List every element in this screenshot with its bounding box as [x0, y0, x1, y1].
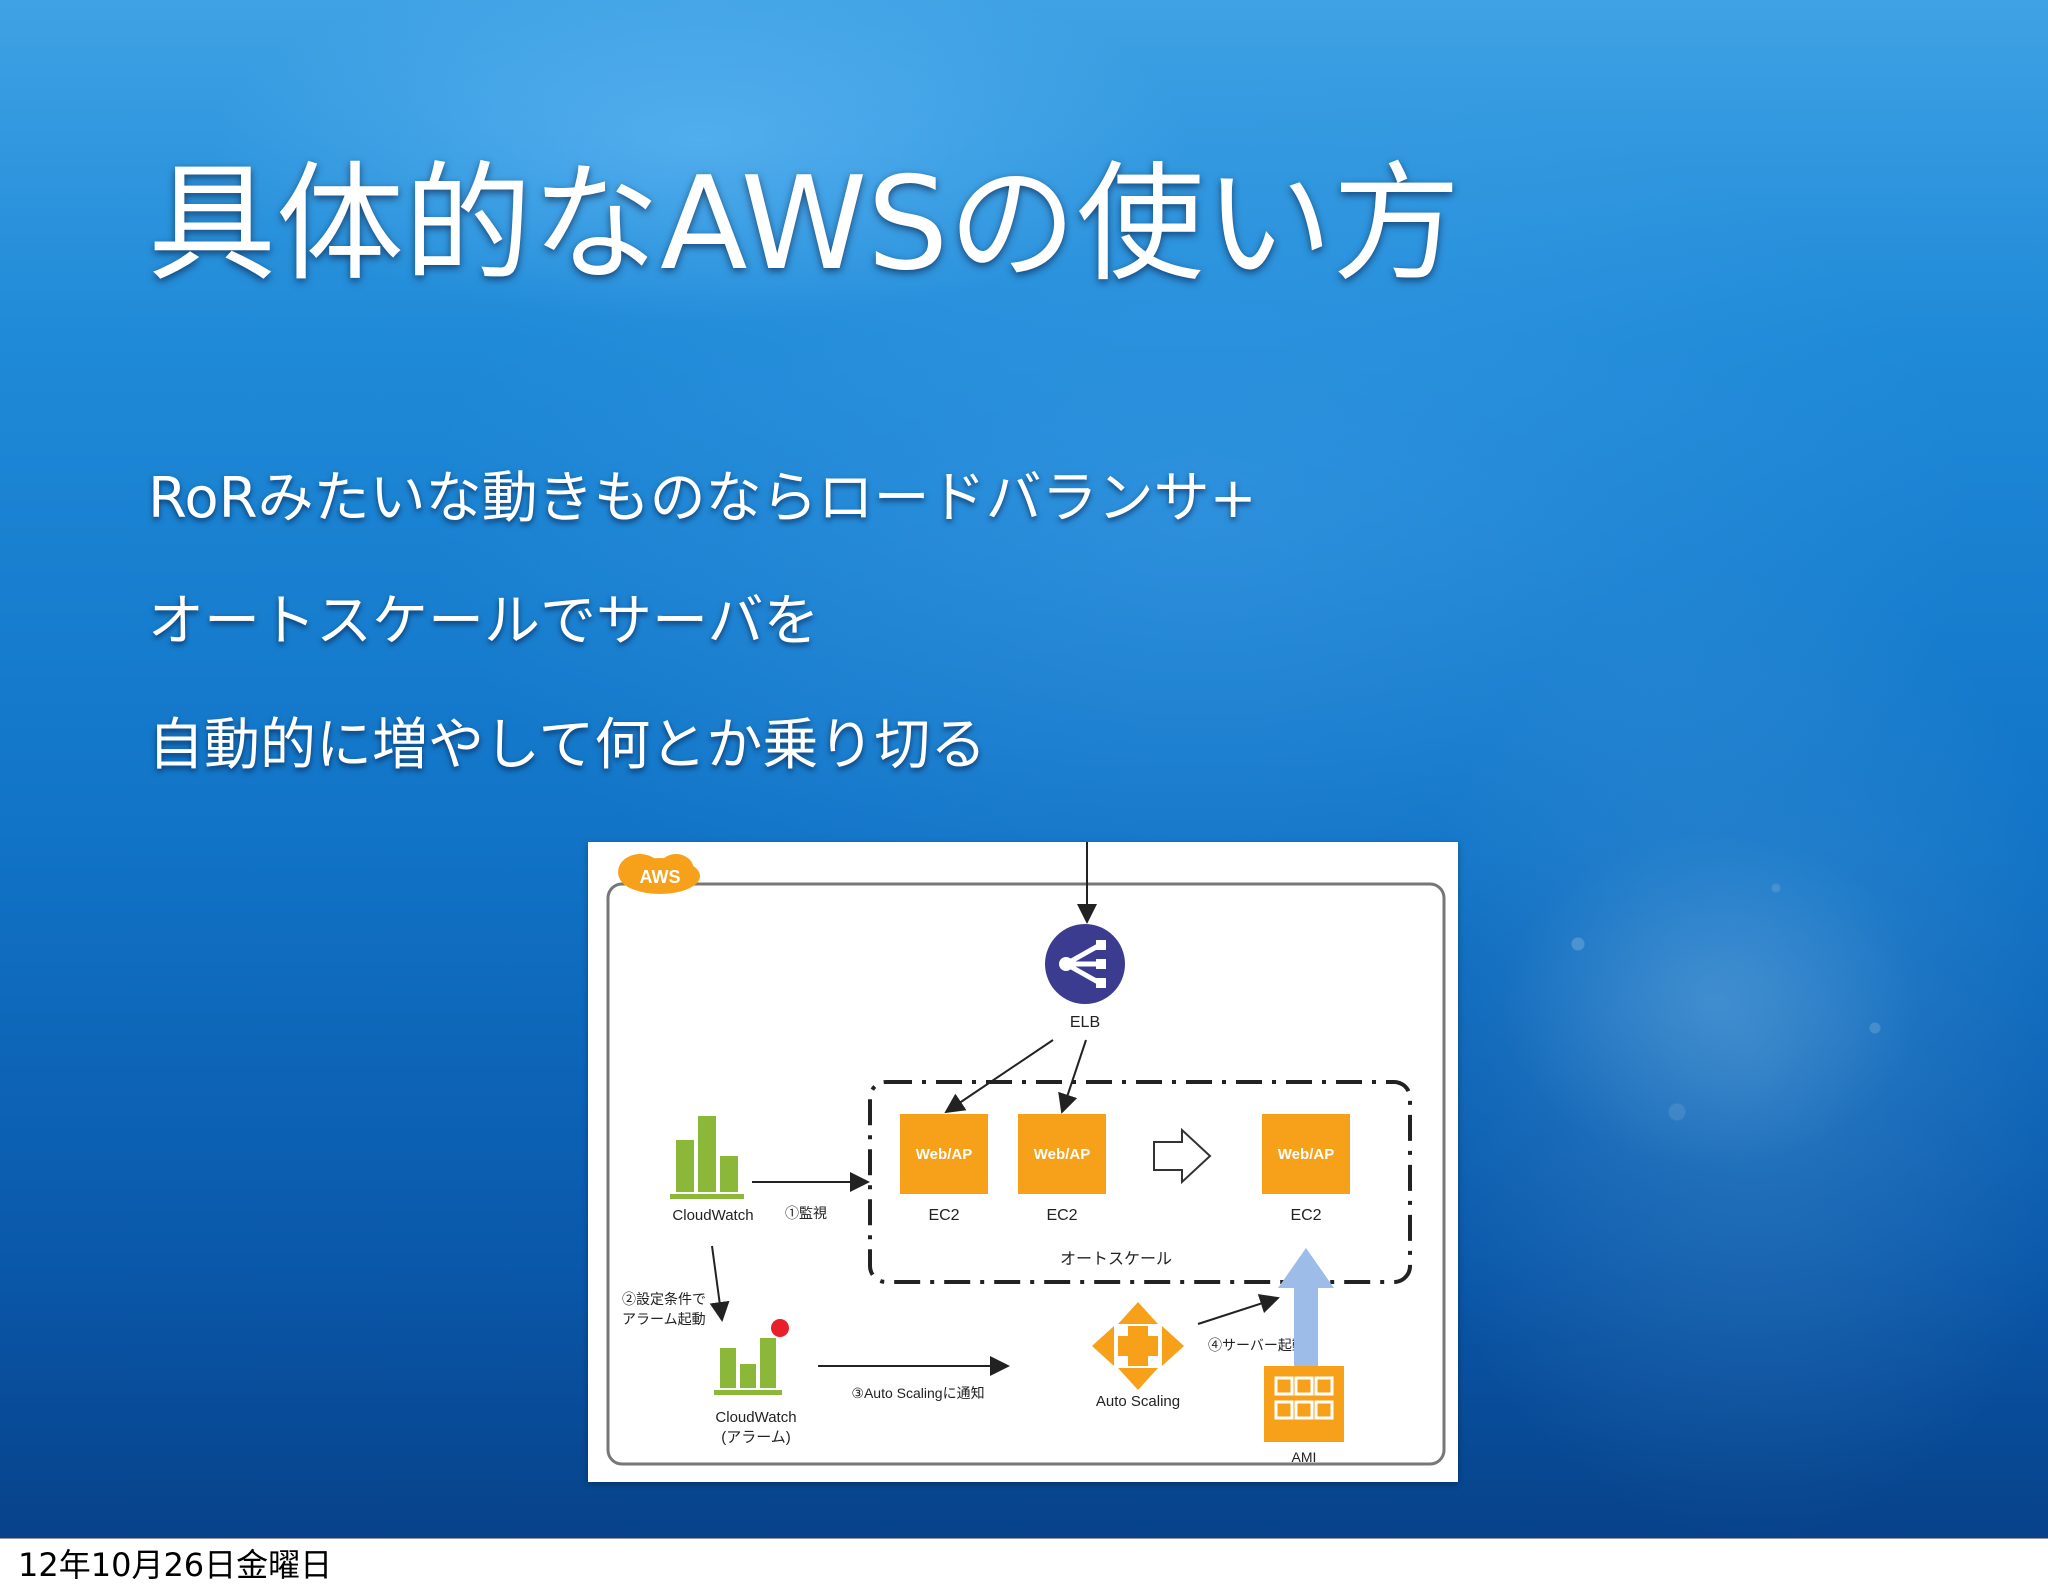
aws-cloud-icon: AWS	[618, 854, 700, 894]
alarm-condition-arrow	[709, 1245, 730, 1322]
slide-background: 具体的なAWSの使い方 RoRみたいな動きものならロードバランサ+ オートスケー…	[0, 0, 2048, 1538]
autoscale-group-frame	[868, 1080, 1412, 1284]
monitor-label: ①監視	[785, 1205, 827, 1221]
autoscaling-icon	[1092, 1302, 1184, 1390]
cloudwatch-alarm-label-1: CloudWatch	[715, 1409, 796, 1426]
elb-to-ec2-arrow-2	[1058, 1039, 1087, 1114]
ec2-2-label: EC2	[1046, 1207, 1077, 1224]
ami-label: AMI	[1292, 1449, 1317, 1465]
elb-to-ec2-arrow-1	[944, 1039, 1054, 1114]
slide-title: 具体的なAWSの使い方	[148, 150, 1461, 299]
ec2-box-3	[1262, 1114, 1350, 1194]
ec2-box-1	[900, 1114, 988, 1194]
bullet-line-3: 自動的に増やして何とか乗り切る	[148, 713, 987, 778]
autoscaling-label: Auto Scaling	[1096, 1393, 1180, 1410]
ec2-3-label: EC2	[1290, 1207, 1321, 1224]
scale-out-arrow	[1153, 1127, 1212, 1185]
elb-label: ELB	[1070, 1014, 1100, 1031]
ec2-box-2	[1018, 1114, 1106, 1194]
ec2-box-1-label: Web/AP	[916, 1146, 972, 1163]
server-launch-label: ④サーバー起動	[1208, 1337, 1306, 1353]
notify-label: ③Auto Scalingに通知	[851, 1385, 984, 1401]
ec2-1-label: EC2	[928, 1207, 959, 1224]
aws-cloud-label: AWS	[639, 867, 680, 887]
ami-icon	[1264, 1366, 1344, 1442]
alarm-condition-line-2: アラーム起動	[622, 1311, 706, 1327]
autoscale-group-label: オートスケール	[1060, 1250, 1172, 1268]
server-launch-arrow	[1197, 1294, 1280, 1325]
launch-up-arrow	[1278, 1248, 1334, 1366]
ec2-box-2-label: Web/AP	[1034, 1146, 1090, 1163]
cloudwatch-alarm-icon	[714, 1319, 789, 1395]
cloudwatch-label: CloudWatch	[672, 1207, 753, 1224]
aws-architecture-diagram: AWS ELB オートスケール Web/AP EC2	[588, 842, 1458, 1482]
cloudwatch-icon	[670, 1116, 744, 1199]
cloudwatch-alarm-label-2: (アラーム)	[721, 1429, 791, 1446]
aws-cloud-frame	[606, 882, 1446, 1466]
bullet-line-2: オートスケールでサーバを	[148, 589, 820, 654]
water-bubbles	[1380, 720, 2040, 1280]
bullet-line-1: RoRみたいな動きものならロードバランサ+	[148, 466, 1257, 531]
alarm-condition-line-1: ②設定条件で	[622, 1291, 706, 1307]
ec2-box-3-label: Web/AP	[1278, 1146, 1334, 1163]
footer-bar: 12年10月26日金曜日	[0, 1538, 2048, 1594]
footer-date: 12年10月26日金曜日	[18, 1546, 333, 1584]
elb-icon	[1045, 924, 1125, 1004]
